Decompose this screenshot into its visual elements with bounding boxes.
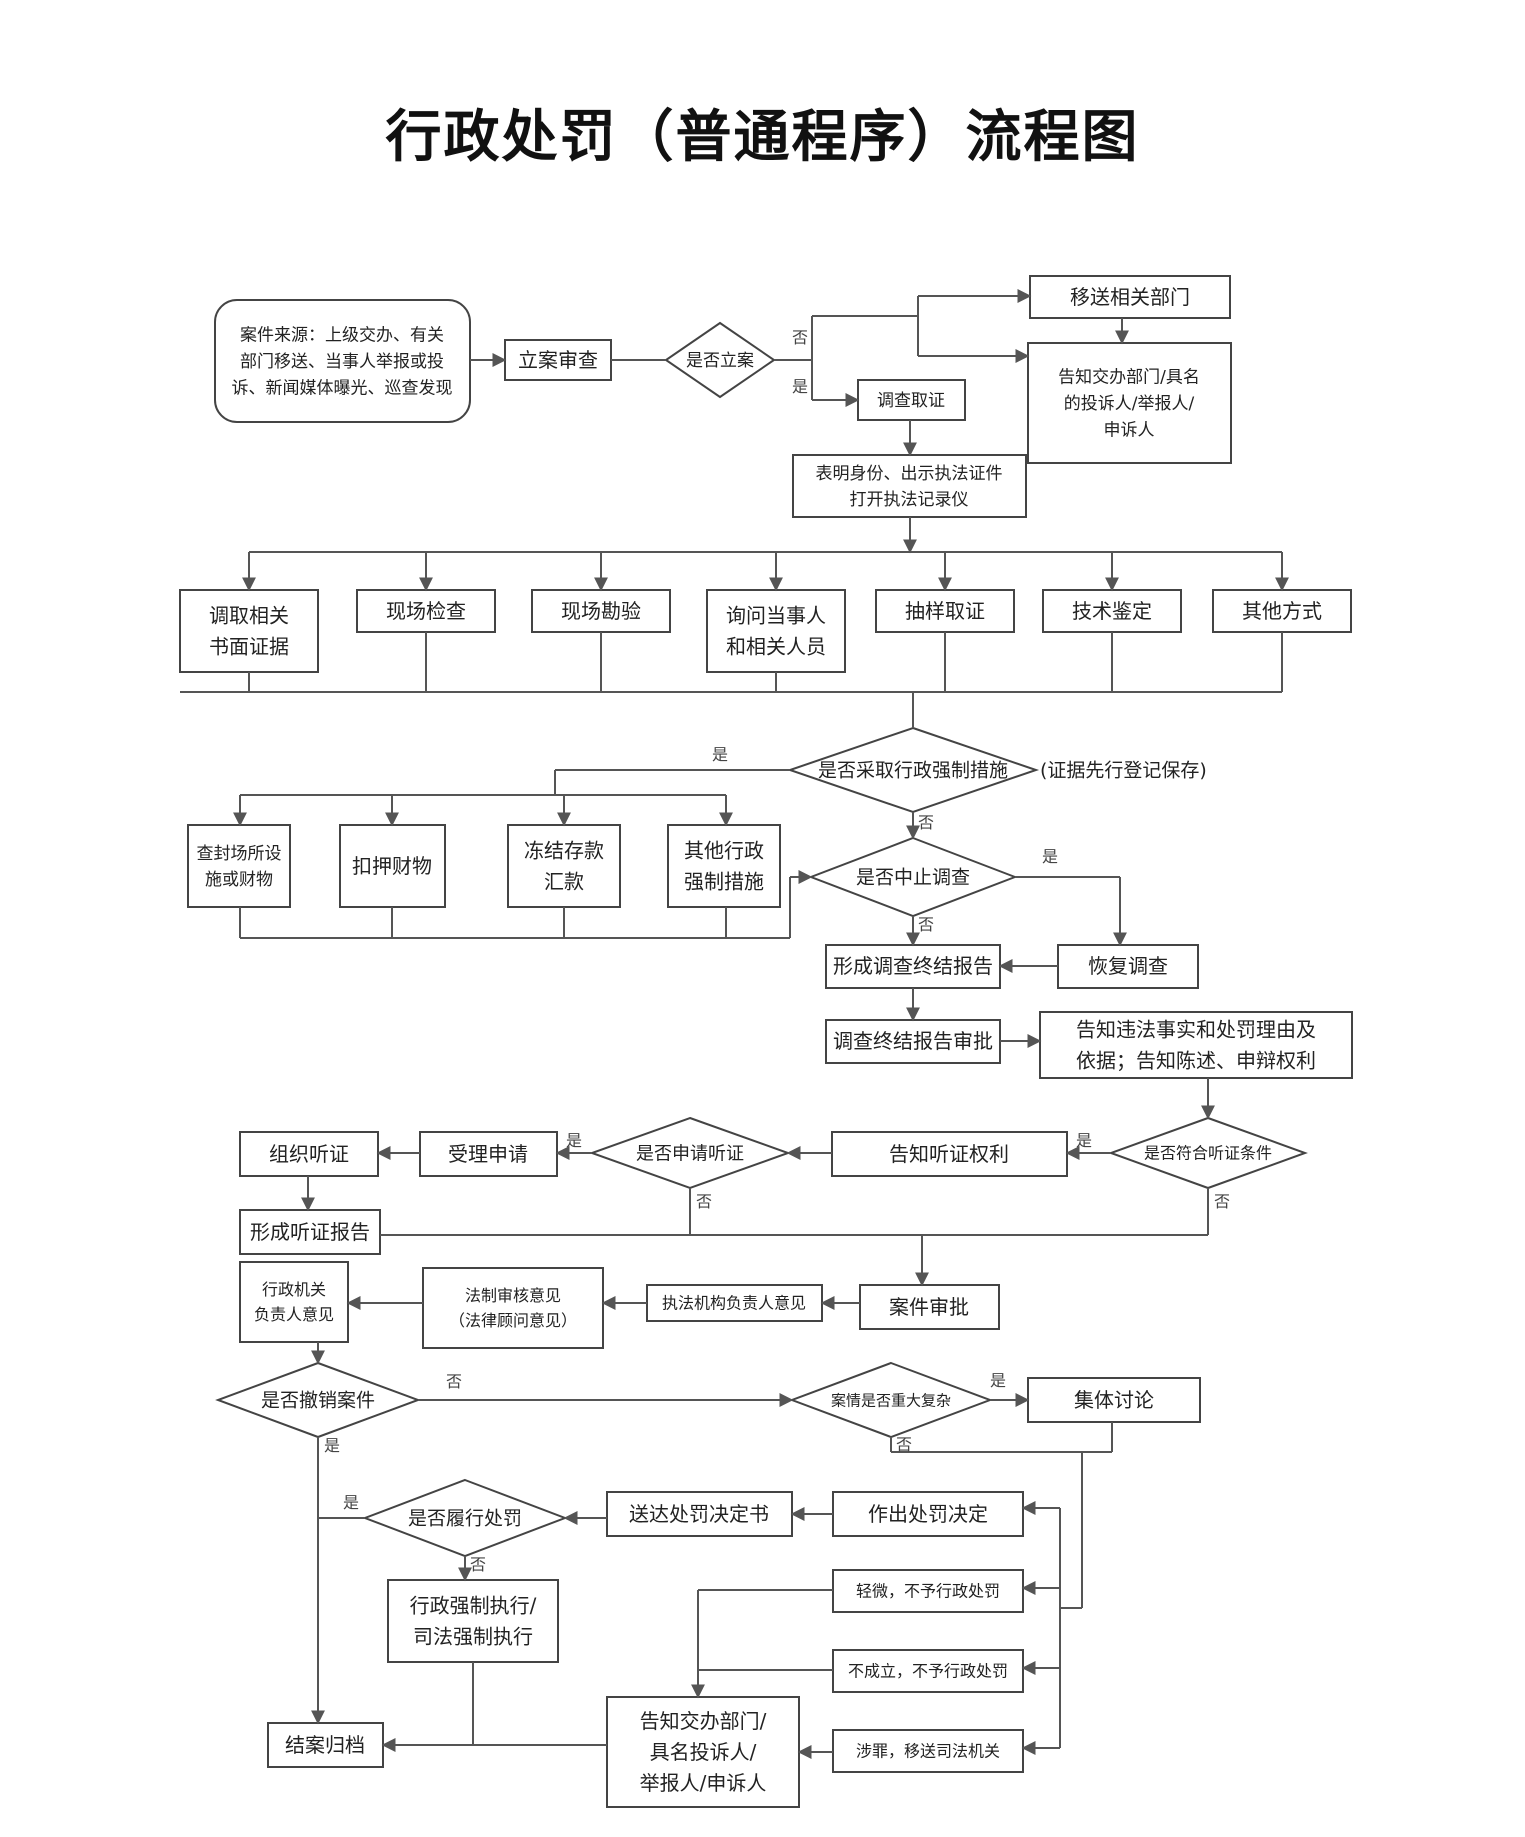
label-fulfill-no: 否 [470, 1555, 486, 1574]
text-crime: 涉罪，移送司法机关 [856, 1742, 1000, 1761]
node-notify-facts [1039, 1011, 1353, 1079]
text-decision: 作出处罚决定 [868, 1502, 988, 1526]
node-legal-review [422, 1267, 604, 1349]
text-investigate: 调查取证 [877, 391, 945, 411]
text-is-register: 是否立案 [686, 351, 754, 371]
label-apply-no: 否 [696, 1192, 712, 1211]
text-case-source: 案件来源：上级交办、有关部门移送、当事人举报或投诉、新闻媒体曝光、巡查发现 [232, 326, 453, 399]
label-revoke-yes: 是 [324, 1436, 340, 1455]
text-legal-review: 法制审核意见（法律顾问意见） [449, 1286, 577, 1330]
node-deliver [606, 1491, 793, 1537]
node-method-documents [179, 589, 319, 673]
text-method-onsite-survey: 现场勘验 [561, 599, 641, 623]
label-meets-no: 否 [1214, 1192, 1230, 1211]
text-method-inquire: 询问当事人和相关人员 [726, 604, 826, 659]
node-register-review [504, 339, 612, 381]
text-is-coercive: 是否采取行政强制措施 [818, 760, 1008, 782]
label-apply-yes: 是 [566, 1131, 582, 1150]
node-coercive-seal [187, 824, 291, 908]
text-agency-head: 执法机构负责人意见 [662, 1294, 806, 1313]
text-close: 结案归档 [285, 1733, 365, 1757]
node-close [267, 1722, 384, 1768]
text-show-id: 表明身份、出示执法证件打开执法记录仪 [816, 464, 1003, 510]
node-method-appraisal [1042, 589, 1182, 633]
node-coercive-detain [339, 824, 446, 908]
text-accept: 受理申请 [448, 1142, 528, 1166]
text-apply-hearing: 是否申请听证 [636, 1143, 744, 1164]
node-is-register-diamond [664, 321, 776, 399]
text-resume: 恢复调查 [1088, 954, 1168, 978]
text-hearing-report: 形成听证报告 [250, 1220, 370, 1244]
label-suspend-no: 否 [918, 915, 934, 934]
node-report-approve [825, 1019, 1001, 1064]
text-organize-hearing: 组织听证 [269, 1142, 349, 1166]
text-coercive-other: 其他行政强制措施 [684, 839, 764, 894]
text-meets-hearing: 是否符合听证条件 [1144, 1144, 1272, 1163]
text-minor: 轻微，不予行政处罚 [856, 1582, 1000, 1601]
label-revoke-no: 否 [446, 1372, 462, 1391]
page-title: 行政处罚（普通程序）流程图 [385, 104, 1140, 170]
text-group-discuss: 集体讨论 [1074, 1388, 1154, 1412]
label-register-no: 否 [792, 328, 808, 347]
label-coercive-yes: 是 [712, 745, 728, 764]
node-org-head [239, 1261, 349, 1343]
text-not-established: 不成立，不予行政处罚 [848, 1662, 1008, 1681]
text-method-sampling: 抽样取证 [905, 599, 985, 623]
text-coercive-seal: 查封场所设施或财物 [197, 844, 282, 890]
node-method-sampling [875, 589, 1015, 633]
text-coercive-detain: 扣押财物 [352, 854, 432, 878]
node-method-onsite-inspect [356, 589, 496, 633]
text-is-suspend: 是否中止调查 [856, 867, 970, 889]
text-register-review: 立案审查 [518, 348, 598, 372]
text-notify-complainant: 告知交办部门/具名的投诉人/举报人/申诉人 [1058, 368, 1200, 441]
text-org-head: 行政机关负责人意见 [254, 1280, 334, 1324]
text-method-documents: 调取相关书面证据 [209, 604, 289, 659]
text-final-report: 形成调查终结报告 [833, 954, 993, 978]
text-report-approve: 调查终结报告审批 [833, 1029, 993, 1053]
text-enforce: 行政强制执行/司法强制执行 [410, 1594, 537, 1649]
text-method-other: 其他方式 [1242, 599, 1322, 623]
node-group-discuss [1027, 1377, 1201, 1423]
node-coercive-other [667, 824, 781, 908]
text-method-onsite-inspect: 现场检查 [386, 599, 466, 623]
label-coercive-no: 否 [918, 813, 934, 832]
label-meets-yes: 是 [1076, 1131, 1092, 1150]
text-notify-facts: 告知违法事实和处罚理由及依据；告知陈述、申辩权利 [1076, 1018, 1316, 1073]
text-coercive-freeze: 冻结存款汇款 [524, 839, 604, 894]
text-method-appraisal: 技术鉴定 [1072, 599, 1152, 623]
text-transfer-dept: 移送相关部门 [1070, 285, 1190, 309]
node-notify-complainant [1027, 342, 1232, 464]
label-suspend-yes: 是 [1042, 847, 1058, 866]
text-deliver: 送达处罚决定书 [629, 1502, 769, 1526]
text-notify-hearing: 告知听证权利 [889, 1142, 1009, 1166]
node-coercive-freeze [507, 824, 621, 908]
text-complex: 案情是否重大复杂 [831, 1391, 951, 1409]
text-notify-final: 告知交办部门/具名投诉人/举报人/申诉人 [640, 1709, 767, 1795]
text-fulfill: 是否履行处罚 [408, 1508, 522, 1530]
node-organize-hearing [239, 1131, 379, 1177]
node-hearing-report [239, 1209, 381, 1255]
node-case-approve [859, 1284, 1000, 1330]
text-revoke: 是否撤销案件 [261, 1390, 375, 1412]
text-evidence-note: (证据先行登记保存) [1040, 760, 1207, 782]
node-method-inquire [706, 589, 846, 673]
label-fulfill-yes: 是 [343, 1493, 359, 1512]
text-case-approve: 案件审批 [889, 1295, 969, 1319]
node-method-other [1212, 589, 1352, 633]
node-enforce [387, 1579, 559, 1663]
node-notify-hearing [831, 1131, 1068, 1177]
node-transfer-dept [1029, 275, 1231, 319]
label-complex-no: 否 [896, 1435, 912, 1454]
node-not-established [832, 1649, 1024, 1693]
label-register-yes: 是 [792, 377, 808, 396]
label-complex-yes: 是 [990, 1371, 1006, 1390]
